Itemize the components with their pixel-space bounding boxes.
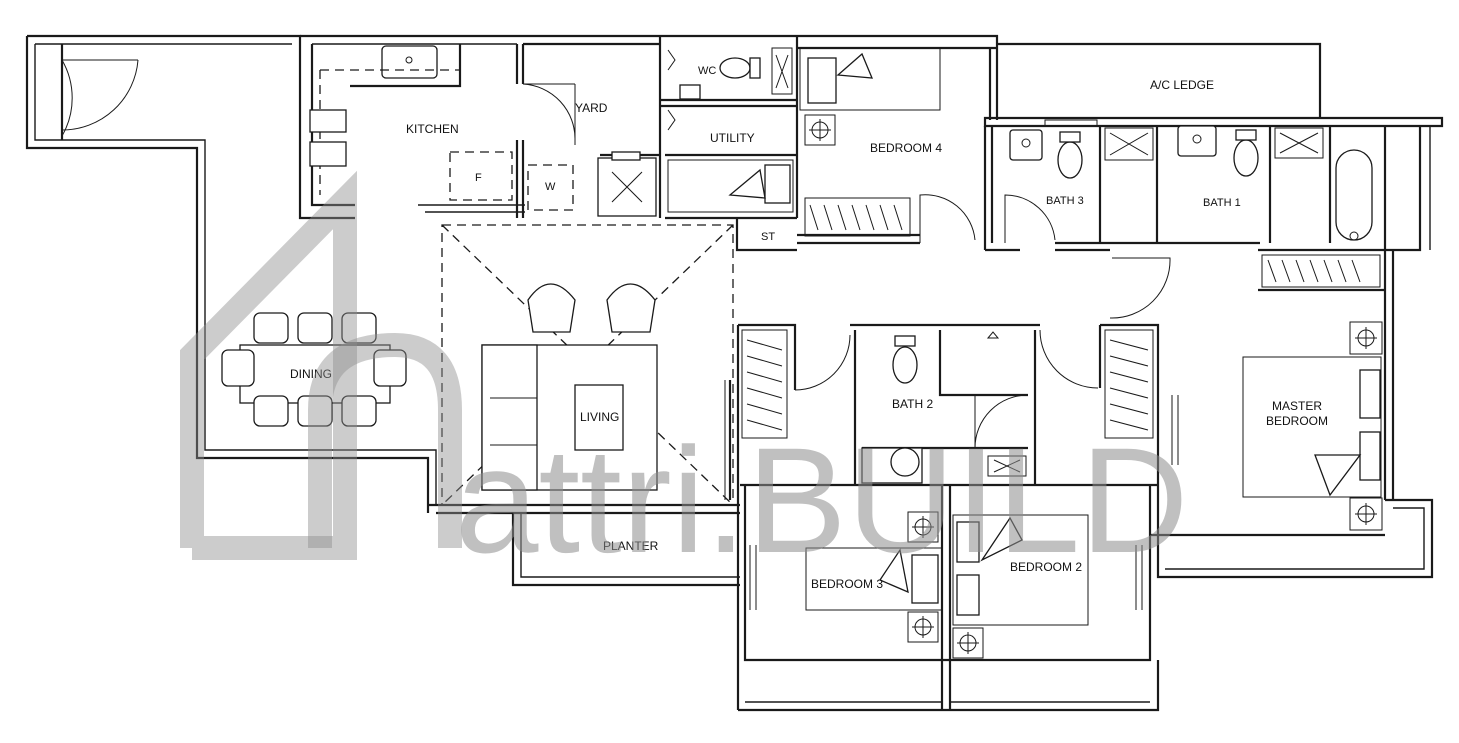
fridge-outline xyxy=(449,151,513,201)
label-ac-ledge: A/C LEDGE xyxy=(1150,78,1214,92)
power-point-icon xyxy=(952,627,984,659)
oven-icon xyxy=(309,141,347,167)
label-master-line2: BEDROOM xyxy=(1266,414,1328,428)
basin-icon xyxy=(1177,125,1217,157)
doors xyxy=(61,59,1171,449)
label-st: ST xyxy=(761,231,775,243)
bedroom4-fixtures xyxy=(799,47,941,237)
pillow-icon xyxy=(956,521,980,563)
washer-outline xyxy=(527,164,574,211)
pillow-icon xyxy=(911,554,939,604)
label-bath-1: BATH 1 xyxy=(1203,197,1241,209)
corridor-wardrobes xyxy=(741,329,1154,439)
chair-icon xyxy=(253,312,289,344)
chair-icon xyxy=(341,395,377,427)
coffee-table-icon xyxy=(574,384,624,451)
label-fridge: F xyxy=(475,172,482,184)
basin-icon xyxy=(890,447,920,477)
utility-fixtures xyxy=(667,159,794,213)
label-utility: UTILITY xyxy=(710,131,755,145)
master-fixtures xyxy=(1242,254,1383,531)
label-washer: W xyxy=(545,181,556,193)
chair-icon xyxy=(253,395,289,427)
pillow-icon xyxy=(956,574,980,616)
power-point-icon xyxy=(1349,497,1383,531)
label-living: LIVING xyxy=(580,410,619,424)
bath2-fixtures xyxy=(861,331,1027,484)
label-bedroom-2: BEDROOM 2 xyxy=(1010,560,1082,574)
label-yard: YARD xyxy=(575,101,608,115)
power-point-icon xyxy=(1349,321,1383,355)
chair-icon xyxy=(341,312,377,344)
power-point-icon xyxy=(907,511,939,543)
bedroom2-fixtures xyxy=(952,514,1089,659)
armchair-icon xyxy=(606,283,656,333)
sofa-icon xyxy=(481,344,538,491)
bed-outline xyxy=(1242,356,1382,498)
living-dining-fixtures xyxy=(221,224,734,506)
basin-icon xyxy=(1009,129,1043,161)
pillow-icon xyxy=(1359,369,1381,419)
label-planter: PLANTER xyxy=(603,539,659,553)
bathtub-icon xyxy=(1335,149,1373,241)
pillow-icon xyxy=(807,57,837,104)
bed-outline xyxy=(799,47,941,111)
wc-fixtures xyxy=(667,47,793,131)
bedroom3-fixtures xyxy=(805,511,943,643)
toilet-icon xyxy=(892,346,918,384)
label-bedroom-4: BEDROOM 4 xyxy=(870,141,942,155)
label-master-line1: MASTER xyxy=(1272,399,1322,413)
watermark-text: attri.BUILD xyxy=(455,416,1189,584)
bed-outline xyxy=(952,514,1089,626)
label-bath-2: BATH 2 xyxy=(892,397,933,411)
power-point-icon xyxy=(907,611,939,643)
dining-table-icon xyxy=(239,344,391,404)
label-wc: WC xyxy=(698,65,716,77)
kitchen-fixtures xyxy=(309,45,657,217)
basin-icon xyxy=(679,84,701,100)
chair-icon xyxy=(221,349,255,387)
label-bath-3: BATH 3 xyxy=(1046,195,1084,207)
wardrobe-outline xyxy=(1104,329,1154,439)
armchair-icon xyxy=(527,283,576,333)
chair-icon xyxy=(373,349,407,387)
pillow-icon xyxy=(764,164,791,204)
chair-icon xyxy=(297,395,333,427)
chair-icon xyxy=(297,312,333,344)
bath1-fixtures xyxy=(1177,125,1373,241)
toilet-icon xyxy=(1057,141,1083,179)
room-labels: KITCHEN YARD WC UTILITY BEDROOM 4 A/C LE… xyxy=(290,65,1328,591)
sink-icon xyxy=(381,45,438,79)
label-kitchen: KITCHEN xyxy=(406,122,459,136)
wardrobe-outline xyxy=(1261,254,1381,288)
watermark: attri.BUILD xyxy=(180,170,1189,584)
wardrobe-outline xyxy=(804,197,911,237)
watermark-logo-d xyxy=(308,332,462,548)
toilet-icon xyxy=(1233,139,1259,177)
wardrobe-outline xyxy=(741,329,788,439)
pillow-icon xyxy=(1359,431,1381,481)
bath3-fixtures xyxy=(1009,119,1154,179)
watermark-logo-house xyxy=(180,170,357,560)
label-bedroom-3: BEDROOM 3 xyxy=(811,577,883,591)
bed-outline xyxy=(805,547,943,611)
toilet-icon xyxy=(719,57,751,79)
label-dining: DINING xyxy=(290,367,332,381)
power-point-icon xyxy=(804,114,836,146)
stove-icon xyxy=(309,109,347,133)
